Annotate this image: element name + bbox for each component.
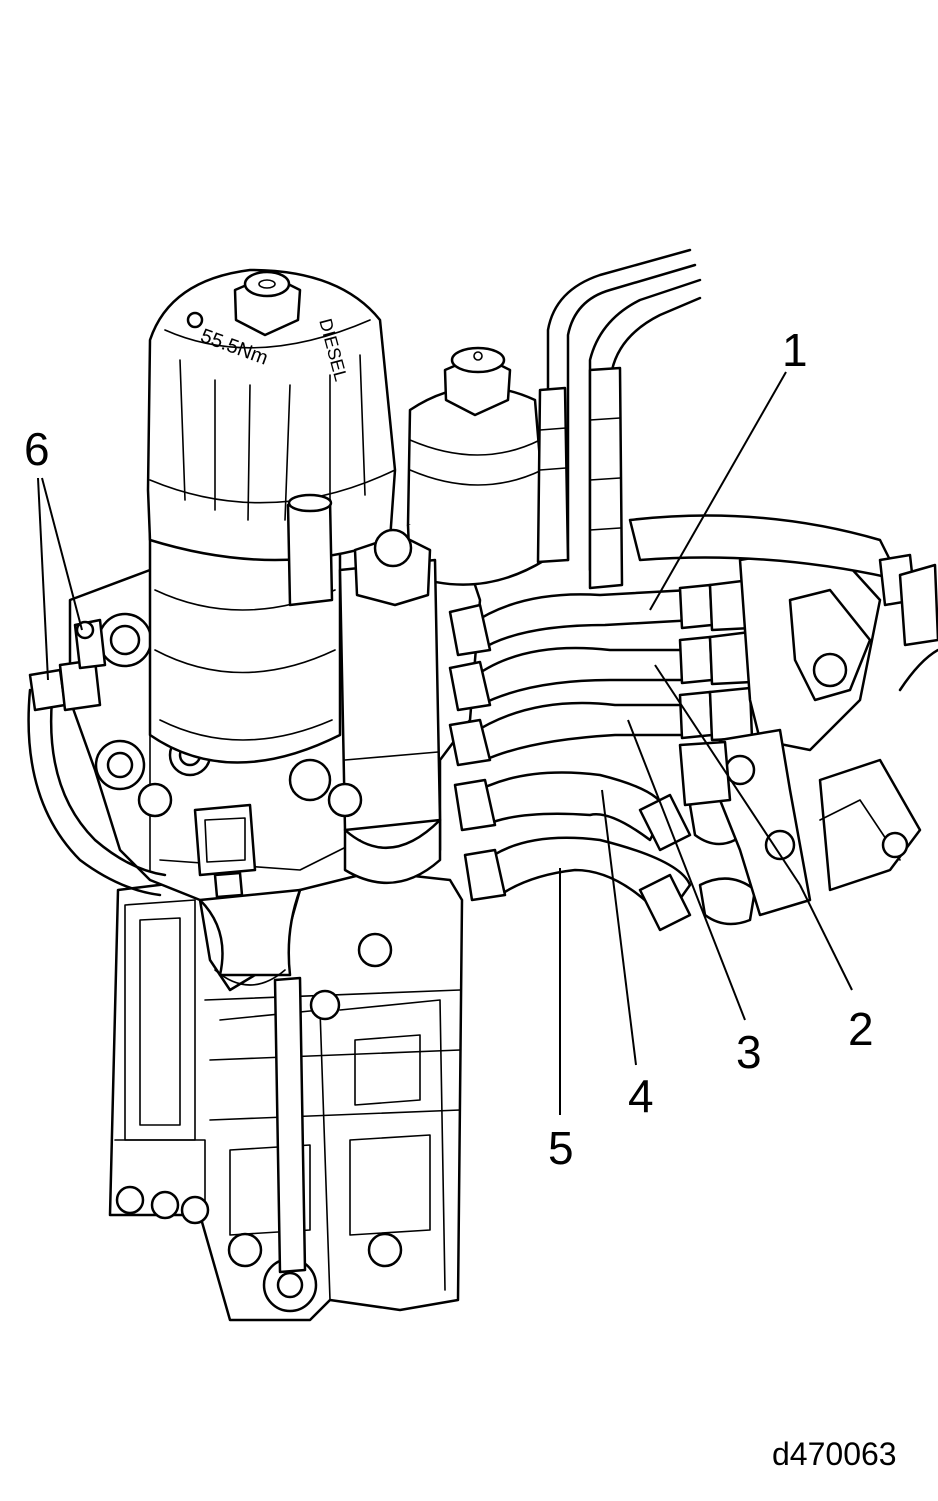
leader-line-3: [627, 719, 746, 1021]
leader-line-4: [601, 789, 637, 1066]
supply-lines: [536, 248, 702, 590]
callout-3: 3: [736, 1026, 762, 1078]
leader-line-1: [649, 371, 787, 611]
figure-id: d470063: [772, 1436, 897, 1472]
callout-2: 2: [848, 1003, 874, 1055]
left-return-line: [27, 618, 167, 897]
leader-line-6-b: [41, 477, 83, 631]
leader-lines: [37, 371, 853, 1115]
primary-filter-canister: 55.5Nm DIESEL: [146, 268, 397, 764]
callout-1: 1: [782, 324, 808, 376]
callout-5: 5: [548, 1122, 574, 1174]
hose-bundle: [448, 578, 757, 932]
callout-labels: 1 2 3 4 5 6: [24, 324, 874, 1174]
callout-6: 6: [24, 423, 50, 475]
leader-line-2-a: [799, 884, 853, 991]
valve-solenoid: [327, 528, 442, 885]
lower-housing: [108, 868, 464, 1322]
leader-line-6-a: [37, 477, 49, 681]
leader-line-2-b: [654, 664, 801, 886]
right-manifold: [628, 514, 938, 917]
callout-4: 4: [628, 1070, 654, 1122]
